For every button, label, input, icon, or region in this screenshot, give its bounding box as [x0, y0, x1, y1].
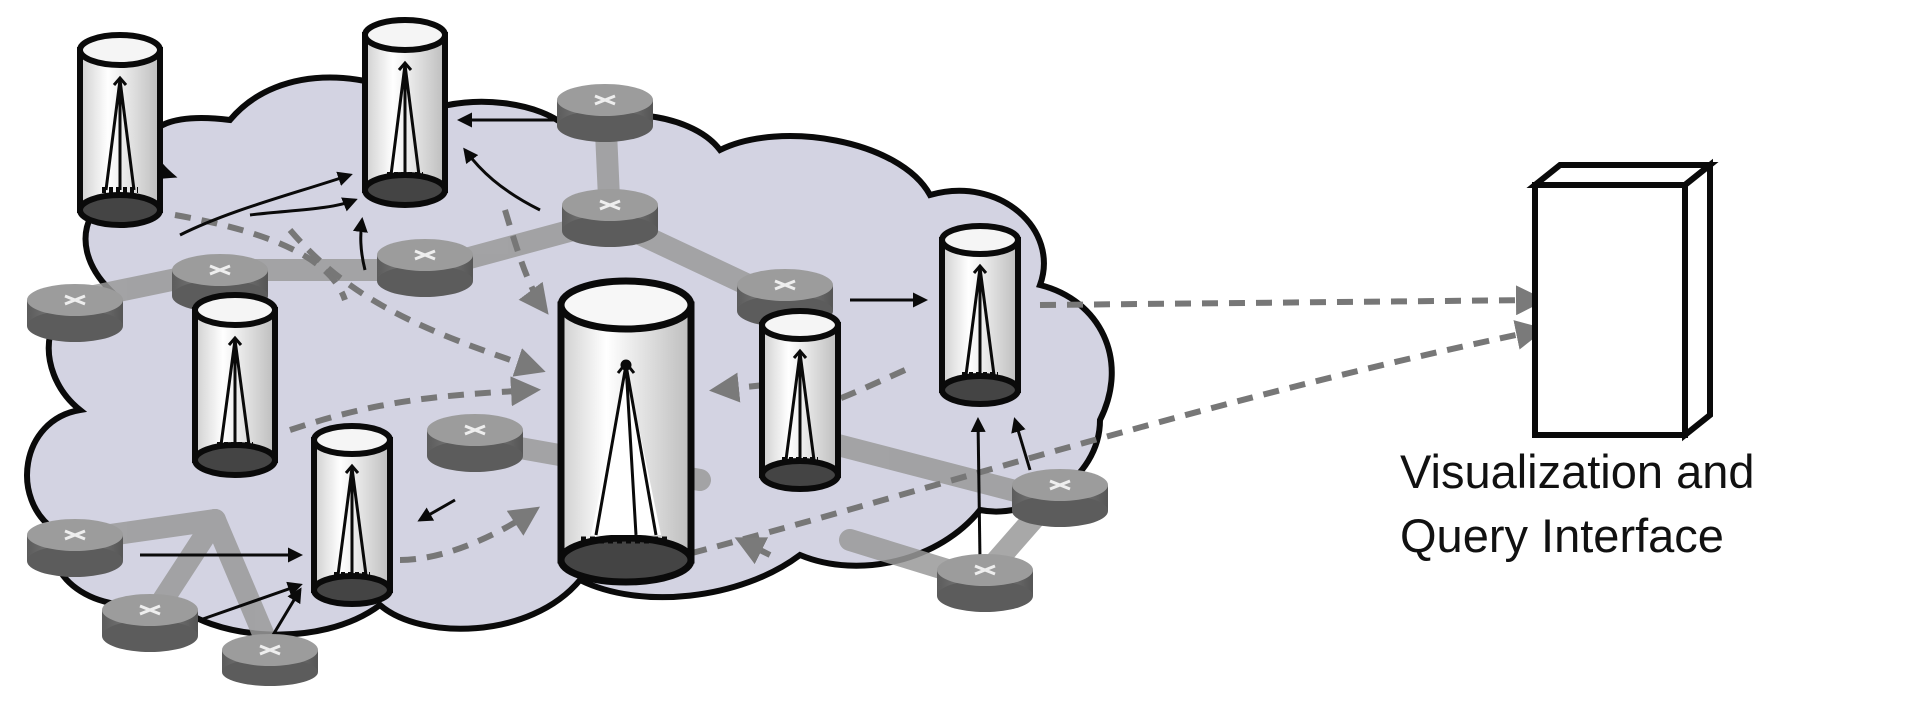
router-icon [102, 594, 198, 652]
tree-icon [581, 359, 671, 544]
router-icon [27, 284, 123, 342]
caption-line-2: Query Interface [1400, 509, 1724, 562]
caption-line-1: Visualization and [1400, 445, 1755, 498]
database-icon [759, 308, 841, 492]
database-icon [77, 32, 163, 228]
router-icon [562, 189, 658, 247]
router-icon [27, 519, 123, 577]
routers [27, 84, 1108, 686]
logical-links [174, 209, 1546, 565]
tree-icon [387, 60, 423, 178]
central-database [557, 277, 695, 586]
router-icon [427, 414, 523, 472]
tree-icon [217, 335, 253, 448]
router-icon [377, 239, 473, 297]
interface-caption: Visualization and Query Interface [1400, 440, 1920, 568]
router-icon [557, 84, 653, 142]
data-flow-arrows [140, 112, 1032, 641]
database-icon [192, 292, 278, 478]
router-icon [1012, 469, 1108, 527]
database-icon [311, 423, 393, 607]
interface-box-icon [1526, 158, 1719, 442]
tree-icon [962, 263, 998, 378]
tree-icon [782, 348, 818, 463]
router-icon [737, 269, 833, 327]
router-icon [222, 634, 318, 686]
database-icon [939, 223, 1021, 407]
database-icon [362, 17, 448, 208]
tree-icon [334, 463, 370, 578]
databases [77, 17, 1021, 607]
router-icon [937, 554, 1033, 612]
tree-icon [102, 75, 138, 193]
